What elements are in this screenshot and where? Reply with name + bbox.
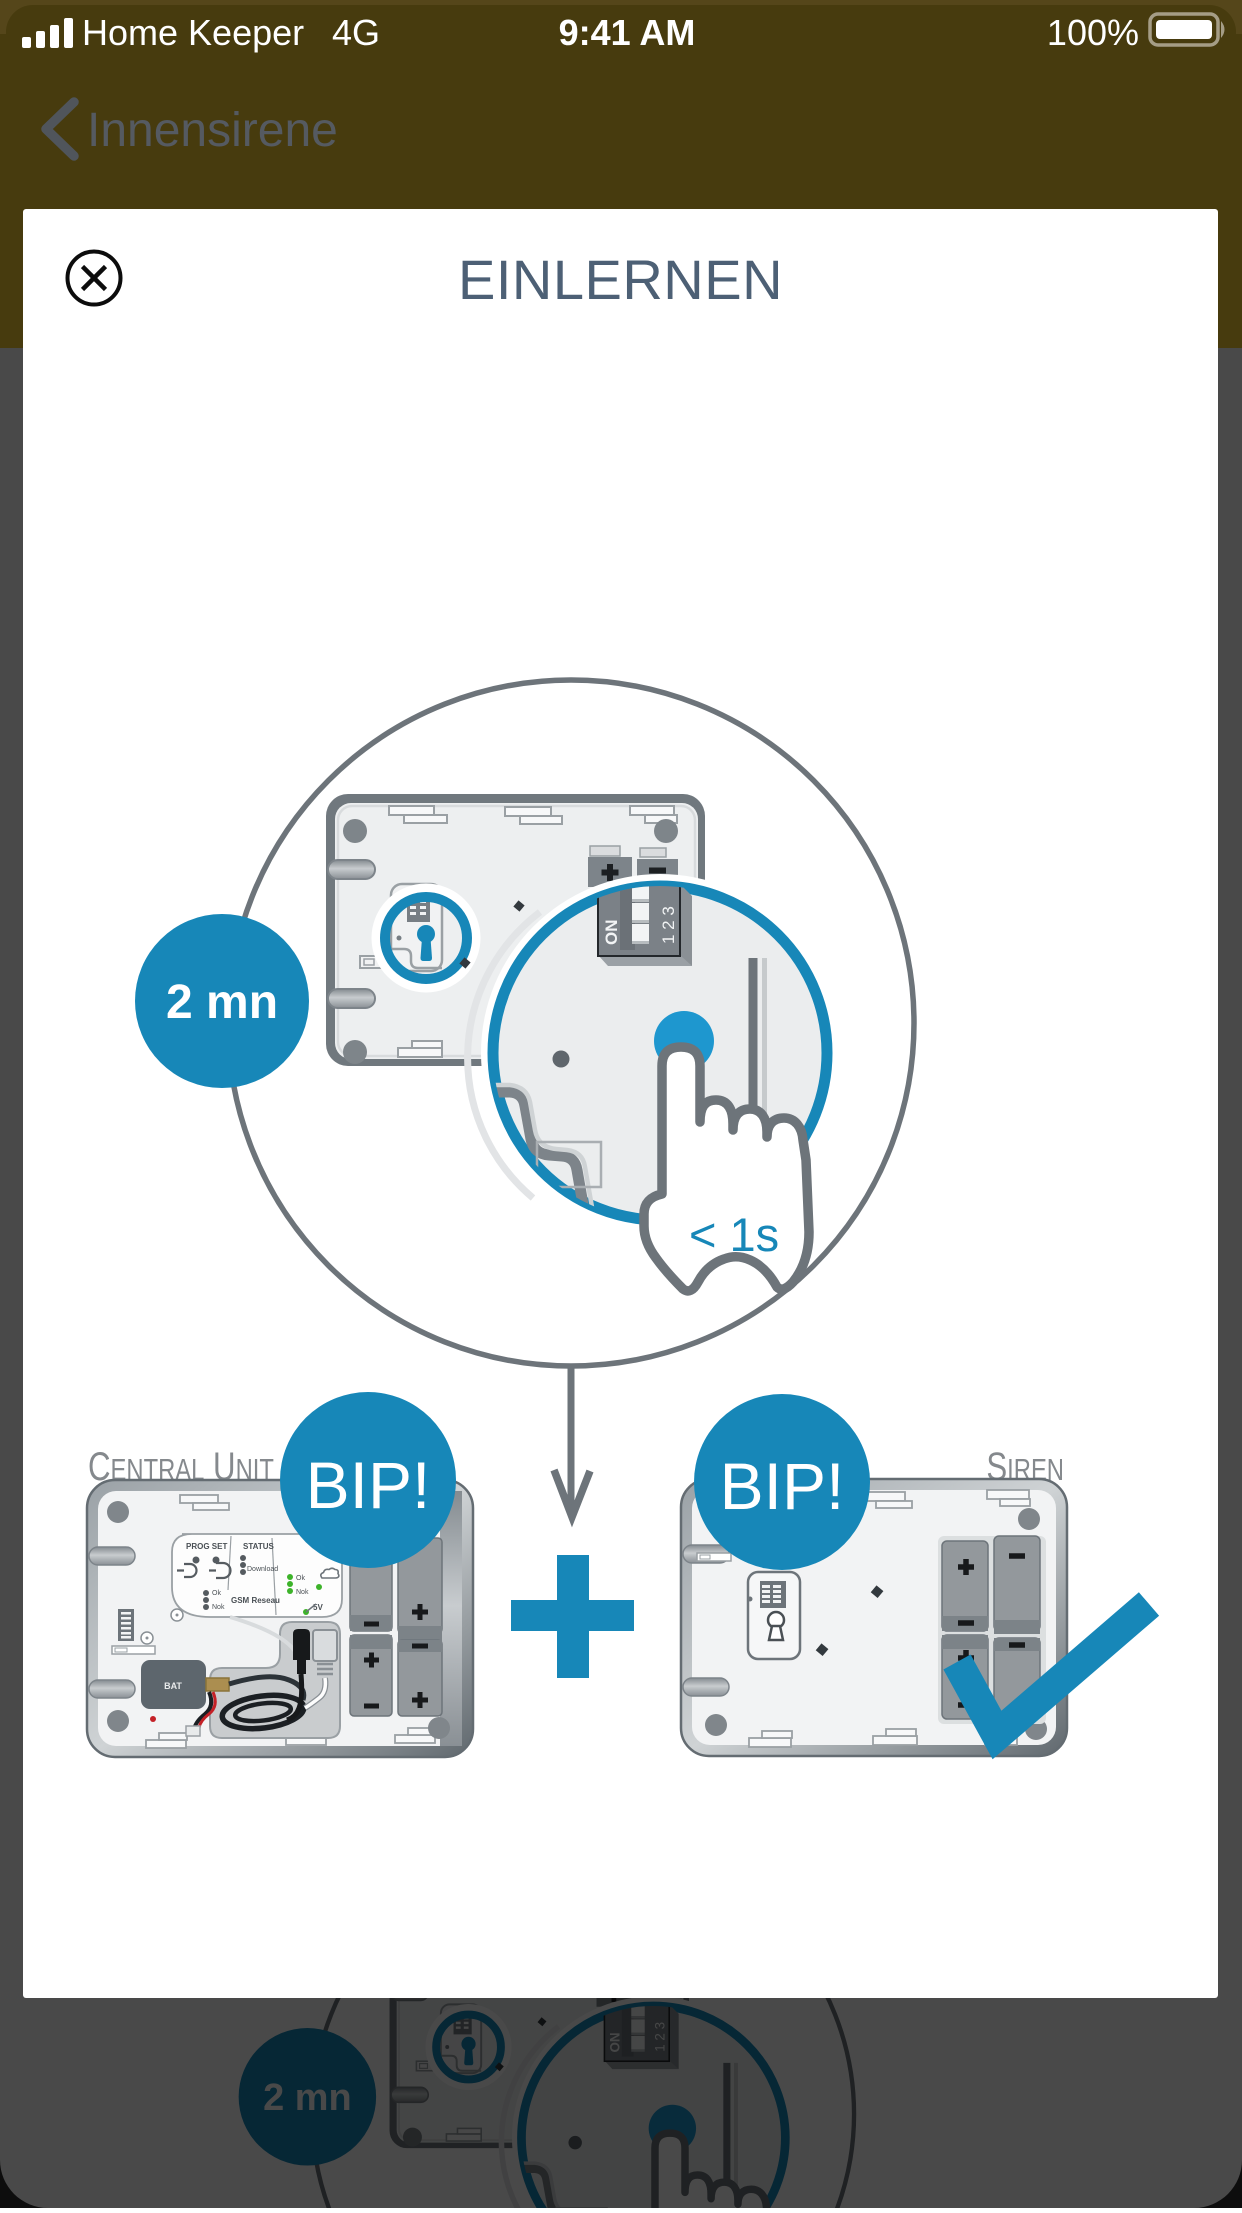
- svg-text:Home Keeper: Home Keeper: [82, 12, 304, 53]
- svg-text:4G: 4G: [332, 12, 380, 53]
- svg-text:100%: 100%: [1047, 12, 1139, 53]
- svg-text:Innensirene: Innensirene: [87, 104, 338, 157]
- svg-text:9:41 AM: 9:41 AM: [559, 12, 696, 53]
